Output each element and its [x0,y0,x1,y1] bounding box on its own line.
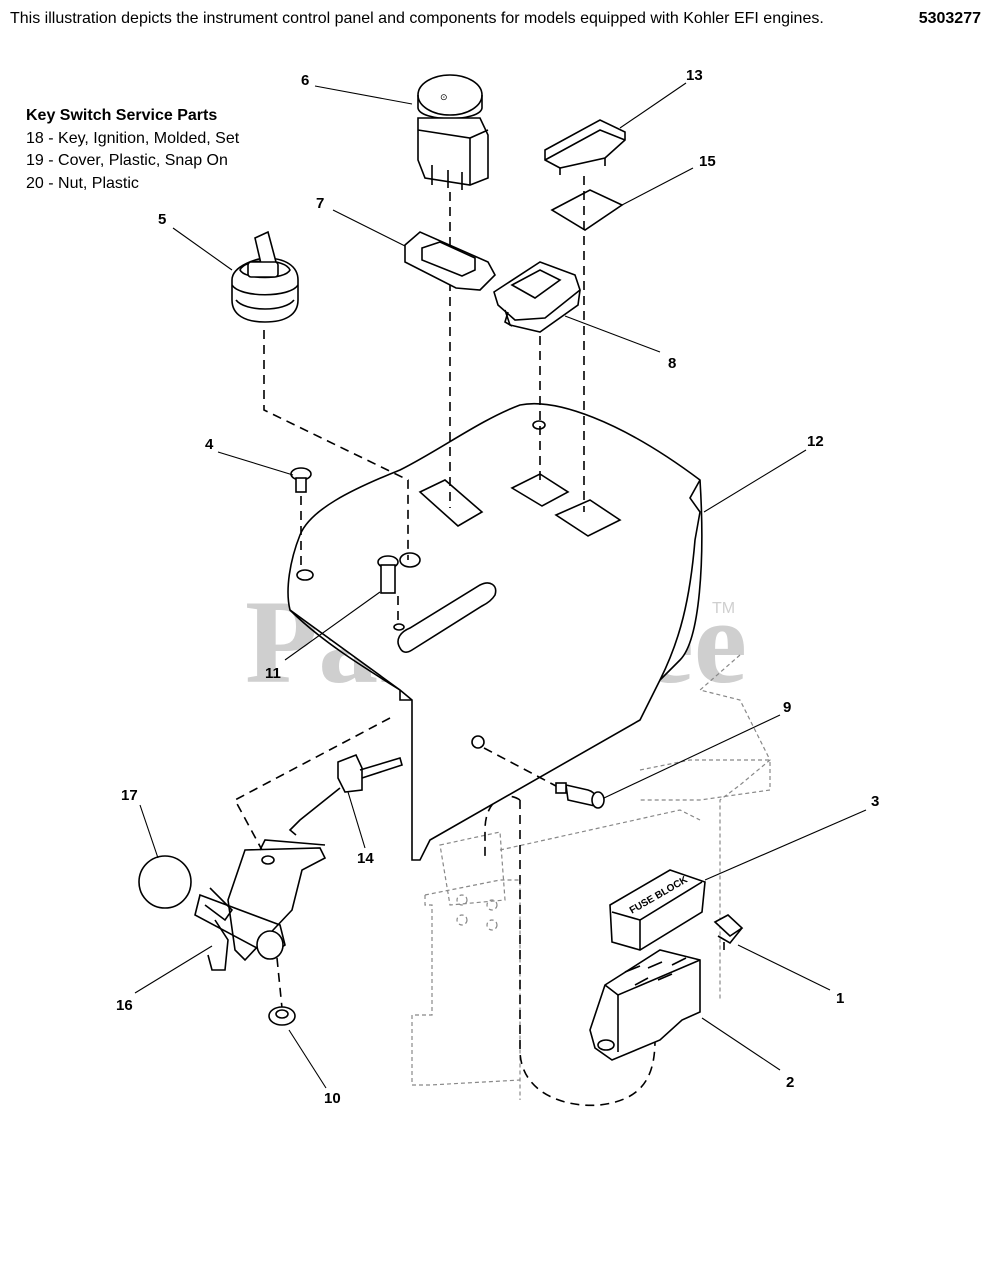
lever-nut [268,1006,296,1026]
indicator-gasket [550,189,624,231]
rocker-switch-symbol: ⊙ [440,93,448,103]
key-switch [231,230,299,323]
callout-15: 15 [699,153,716,170]
hour-meter [493,261,581,333]
lever-nut-line [276,957,283,1009]
document-number: 5303277 [918,10,981,27]
callout-17: 17 [121,787,138,804]
callout-11: 11 [265,665,281,682]
callout-8: 8 [668,355,676,372]
service-parts-list: Key Switch Service Parts 18 - Key, Ignit… [26,105,239,195]
harness-routing-line [484,795,656,1107]
lever-alignment-line [233,717,391,851]
callout-12: 12 [807,433,824,450]
callout-14: 14 [357,850,374,867]
service-part-item: 18 - Key, Ignition, Molded, Set [26,129,240,147]
service-part-item: 20 - Nut, Plastic [26,174,139,192]
blade-fuse [713,914,744,950]
callout-2: 2 [786,1074,794,1091]
callout-5: 5 [158,211,166,228]
callout-1: 1 [836,990,844,1007]
carriage-bolt [377,555,399,594]
instrument-panel [287,402,703,861]
rocker-switch: ⊙ [417,74,489,190]
fuse-block-cover: FUSE BLOCK [609,869,706,951]
safety-switch [288,753,403,836]
callout-6: 6 [301,72,309,89]
indicator-light-line [483,747,557,787]
leader-lines [134,82,867,1089]
service-parts-heading: Key Switch Service Parts [26,107,218,124]
callout-7: 7 [316,195,324,212]
diagram-caption: This illustration depicts the instrument… [10,10,824,27]
indicator-cover [544,119,626,175]
throttle-lever [138,839,327,971]
callout-numbers: 1 2 3 4 5 6 7 8 9 10 11 12 13 14 15 16 1… [116,67,879,1107]
watermark-trademark: TM [712,600,735,617]
indicator-light [555,782,605,809]
fuse-block-base [589,949,701,1061]
callout-13: 13 [686,67,703,84]
callout-9: 9 [783,699,791,716]
screw [290,467,312,493]
callout-4: 4 [205,436,214,453]
callout-10: 10 [324,1090,341,1107]
callout-3: 3 [871,793,879,810]
callout-16: 16 [116,997,133,1014]
service-part-item: 19 - Cover, Plastic, Snap On [26,152,228,169]
rocker-bezel [404,231,496,291]
